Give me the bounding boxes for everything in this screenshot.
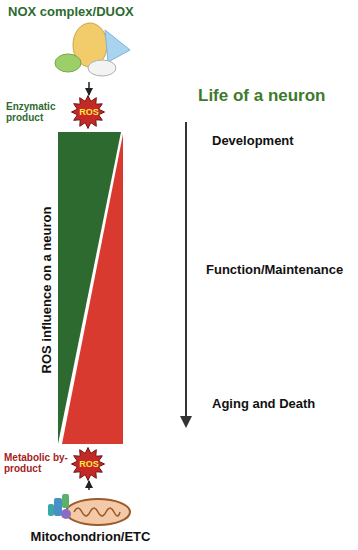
etc-protein	[61, 509, 71, 519]
timeline-title: Life of a neuron	[198, 86, 326, 106]
mitochondrion: Mitochondrion/ETC	[22, 490, 159, 546]
stage-label: Function/Maintenance	[206, 262, 343, 278]
arrow-connector	[88, 82, 90, 95]
node-text: ROS	[71, 95, 107, 129]
node-text: Mitochondrion/ETC	[22, 529, 159, 544]
timeline-arrowhead	[180, 416, 192, 428]
source-label: Enzymatic product	[6, 101, 64, 123]
protein-subunit	[55, 54, 81, 72]
mitochondrion-outer	[66, 499, 130, 525]
nox-complex-icon	[8, 20, 158, 82]
protein-subunit	[105, 30, 130, 62]
node-text: ROS	[71, 447, 107, 481]
source-label: Metabolic by-product	[4, 452, 70, 474]
stage-label: Aging and Death	[212, 396, 315, 412]
ros-star: ROS	[71, 447, 107, 481]
etc-protein	[54, 498, 62, 516]
arrow-connector	[88, 481, 90, 490]
stage-label: Development	[212, 133, 294, 149]
etc-protein	[48, 504, 54, 516]
node-text: NOX complex/DUOX	[8, 4, 160, 19]
mitochondrion-icon	[22, 490, 157, 528]
mitochondrion-cristae	[74, 508, 120, 516]
red-wedge	[62, 134, 123, 444]
nox-complex: NOX complex/DUOX	[8, 4, 160, 82]
protein-subunit	[88, 60, 116, 76]
axis-label: ROS influence on a neuron	[39, 125, 55, 455]
ros-star: ROS	[71, 95, 107, 129]
etc-protein	[62, 494, 69, 508]
timeline-line	[185, 122, 187, 418]
